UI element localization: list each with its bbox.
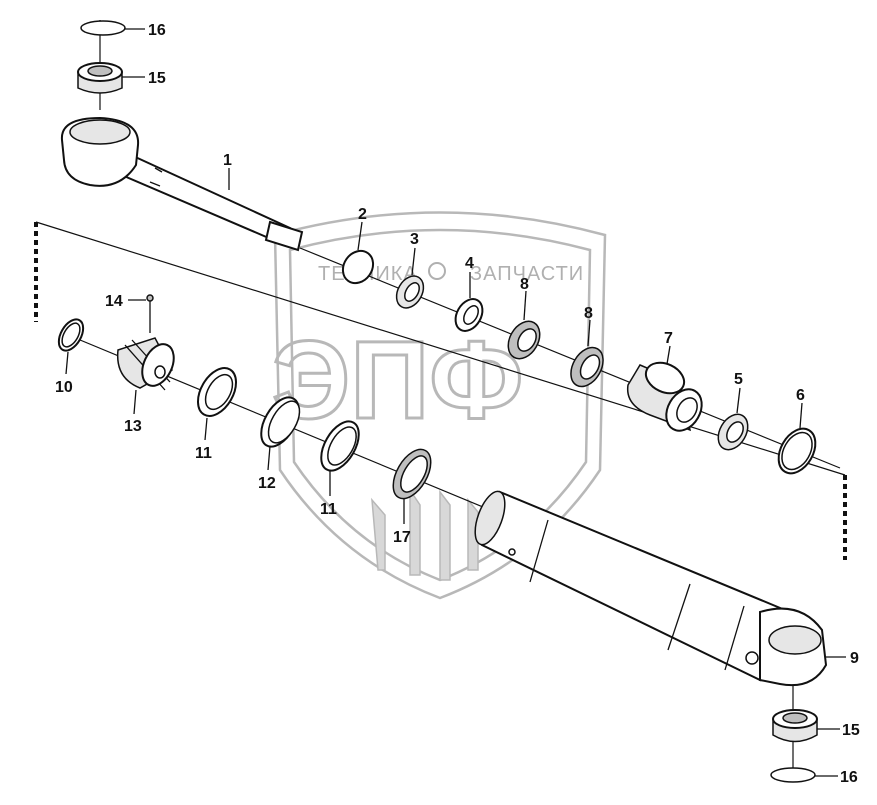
callout-14: 14 <box>105 293 123 310</box>
part-7-cylinder-head[interactable] <box>626 357 709 437</box>
part-10-snap-ring[interactable] <box>54 315 88 354</box>
barrel-section-lines <box>529 519 745 671</box>
callout-15-bottom: 15 <box>842 722 860 739</box>
part-3-wiper[interactable] <box>391 271 429 312</box>
part-8-seal-b[interactable] <box>564 342 609 392</box>
callout-8-b: 8 <box>584 305 593 322</box>
watermark: ТЕХНИКА ЗАПЧАСТИ ЭПФ <box>271 211 607 600</box>
callout-12: 12 <box>258 475 276 492</box>
part-13-piston[interactable] <box>116 337 180 391</box>
callout-2: 2 <box>358 206 367 223</box>
callout-16-top: 16 <box>148 22 166 39</box>
callout-17: 17 <box>393 529 411 546</box>
part-15-bushing-top[interactable] <box>77 62 123 94</box>
part-11-seal-ring-b[interactable] <box>314 415 367 477</box>
callout-8-a: 8 <box>520 276 529 293</box>
barrel-open-end <box>474 490 506 546</box>
ring-inner <box>463 305 479 325</box>
backup-ring-inner <box>726 421 744 443</box>
part-9-cylinder-barrel[interactable] <box>469 488 828 687</box>
watermark-text-right: ЗАПЧАСТИ <box>470 263 584 285</box>
callout-15-top: 15 <box>148 70 166 87</box>
seal-ring-11a-inner <box>204 373 234 411</box>
watermark-big-letters: ЭПФ <box>272 319 523 442</box>
set-screw-head <box>146 294 154 302</box>
rod-end-thread <box>264 220 304 252</box>
bushing-bore <box>87 65 113 77</box>
o-ring-icon <box>341 249 375 285</box>
part-12-wear-ring[interactable] <box>254 391 307 453</box>
part-11-seal-ring-a[interactable] <box>190 361 244 422</box>
callout-11-b: 11 <box>320 501 337 518</box>
barrel-port-icon <box>508 548 516 556</box>
rod-axis-line <box>299 247 841 469</box>
part-5-backup-ring[interactable] <box>712 409 754 455</box>
head-top-face <box>644 361 686 395</box>
snap-ring-icon <box>80 20 126 36</box>
part-16-snap-ring-bottom[interactable] <box>770 767 816 783</box>
head-bore <box>676 397 698 423</box>
part-8-seal-a[interactable] <box>502 316 546 365</box>
callout-11-a: 11 <box>195 445 212 462</box>
part-4-ring[interactable] <box>450 294 488 335</box>
callout-3: 3 <box>410 231 419 248</box>
piston-face <box>141 343 175 387</box>
seal-ring-11b-inner <box>327 426 357 466</box>
callout-labels: 16 15 1 2 3 4 8 8 7 5 6 9 15 16 14 10 13… <box>55 22 860 786</box>
part-6-o-ring[interactable] <box>771 422 823 480</box>
bushing-b-bore <box>782 712 808 724</box>
wear-ring-inner <box>267 400 301 444</box>
callout-1: 1 <box>223 152 232 169</box>
seal-b-inner <box>579 354 601 380</box>
barrel-body <box>480 490 787 682</box>
watermark-gear-icon <box>428 262 446 280</box>
part-2-o-ring[interactable] <box>337 245 379 289</box>
seal-17-inner <box>400 455 428 493</box>
grease-fitting-icon <box>745 651 759 665</box>
callout-6: 6 <box>796 387 805 404</box>
callout-13: 13 <box>124 418 142 435</box>
main-axis-line <box>35 221 846 476</box>
part-1-piston-rod[interactable] <box>60 116 304 252</box>
seal-a-inner <box>517 328 537 352</box>
rod-eye-bore <box>69 119 131 145</box>
watermark-wheat-icon <box>371 487 479 581</box>
part-15-bushing-bottom[interactable] <box>772 709 818 743</box>
callout-5: 5 <box>734 371 743 388</box>
leader-lines <box>65 28 846 777</box>
o-ring-6-inner <box>781 431 813 471</box>
snap-ring-b-icon <box>770 767 816 783</box>
snap-ring-10-inner <box>61 322 81 348</box>
callout-7: 7 <box>664 330 673 347</box>
piston-bore <box>154 365 166 379</box>
part-14-set-screw[interactable] <box>146 294 154 333</box>
callout-16-bottom: 16 <box>840 769 858 786</box>
callout-9: 9 <box>850 650 859 667</box>
part-16-snap-ring-top[interactable] <box>80 20 126 36</box>
barrel-eye-bore <box>768 625 822 655</box>
callout-10: 10 <box>55 379 73 396</box>
rod-ring-groove <box>149 167 163 187</box>
callout-4: 4 <box>465 255 474 272</box>
wiper-bore <box>404 282 420 302</box>
part-17-seal[interactable] <box>386 443 439 505</box>
